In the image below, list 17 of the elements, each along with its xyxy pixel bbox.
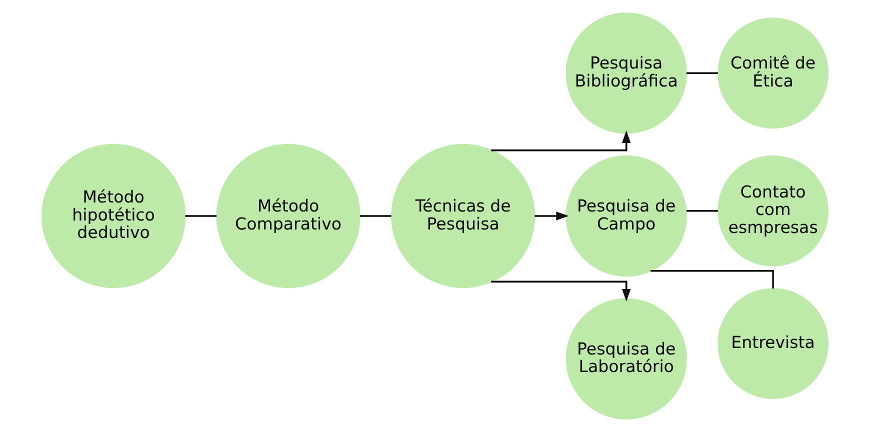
node-circle: Pesquisa de Laboratório (566, 298, 687, 420)
connector (185, 215, 217, 217)
arrow (491, 130, 631, 152)
connector (686, 72, 718, 74)
node-circle: Pesquisa Bibliográfica (566, 12, 687, 134)
connector (686, 210, 718, 212)
node-circle: Comitê de Ética (718, 18, 829, 129)
connector (650, 270, 774, 288)
node-circle: Método Comparativo (216, 144, 360, 288)
connector (360, 215, 392, 217)
node-circle: Técnicas de Pesquisa (391, 144, 536, 288)
arrow (534, 212, 569, 220)
arrow (491, 280, 631, 302)
node-circle: Contato com esmpresas (718, 155, 829, 266)
node-circle: Método hipotético dedutivo (41, 144, 186, 288)
node-circle: Pesquisa de Campo (566, 155, 687, 277)
node-circle: Entrevista (718, 288, 829, 400)
